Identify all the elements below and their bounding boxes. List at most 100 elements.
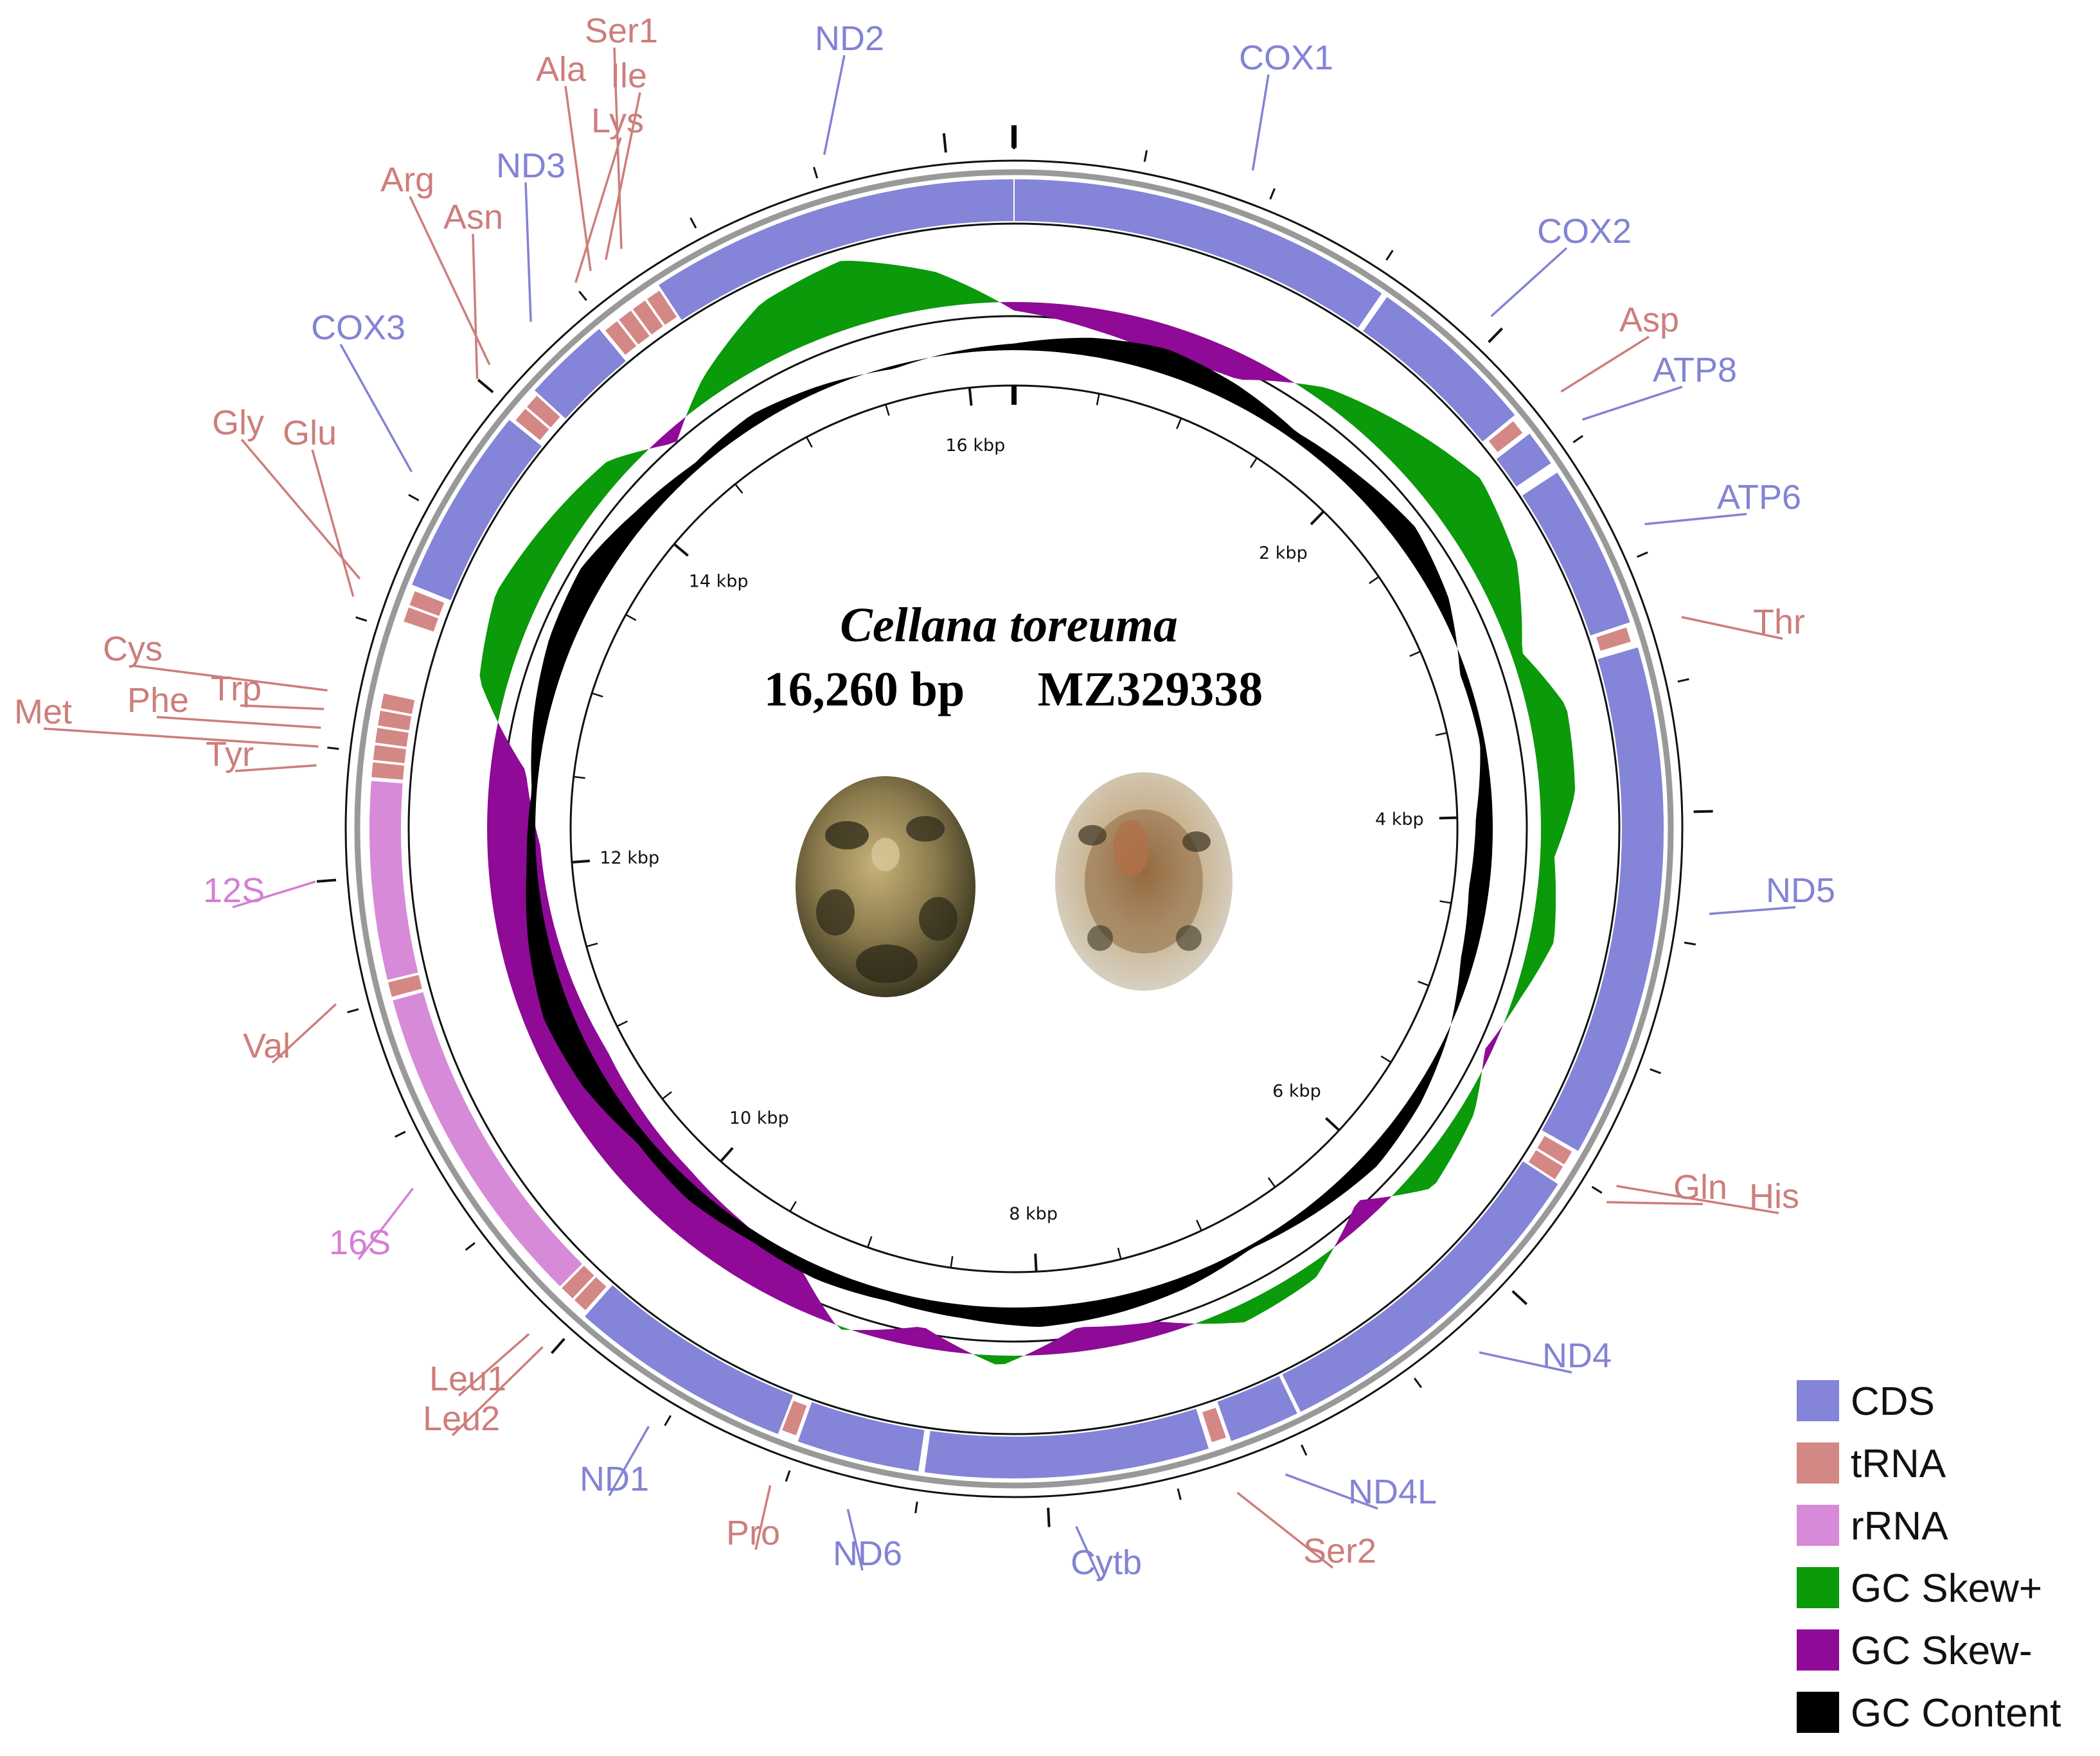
tick-outer <box>1143 150 1148 162</box>
species-name: Cellana toreuma <box>840 598 1178 652</box>
tick-inner <box>885 404 890 416</box>
tick-inner <box>1267 1177 1276 1188</box>
tick-outer <box>664 1415 672 1426</box>
tick-inner <box>673 543 689 557</box>
gc-inner-ring <box>569 384 1459 1273</box>
genome-length: 16,260 bp <box>764 662 965 716</box>
label-leader-ser2 <box>1236 1491 1334 1569</box>
feature-leu2 <box>573 1275 609 1312</box>
feature-gln <box>1526 1148 1565 1182</box>
accession-number: MZ329338 <box>1038 662 1263 716</box>
scale-label: 2 kbp <box>1259 543 1308 563</box>
feature-cys <box>379 692 416 716</box>
label-leader-asn <box>472 233 479 379</box>
legend-swatch-gc-skew- <box>1797 1629 1839 1671</box>
label-leader-ala <box>564 85 592 271</box>
label-leader-thr <box>1681 616 1783 640</box>
tick-outer <box>785 1470 791 1482</box>
tick-outer <box>1269 188 1276 200</box>
label-leader-pro <box>754 1485 772 1550</box>
label-leu2: Leu2 <box>423 1399 500 1438</box>
label-12s: 12S <box>203 871 265 910</box>
feature-12s <box>368 779 420 982</box>
label-thr: Thr <box>1753 603 1805 641</box>
label-leader-cys <box>132 664 328 692</box>
tick-outer <box>1301 1444 1308 1456</box>
tick-outer <box>1684 941 1696 946</box>
tick-outer <box>1693 810 1713 813</box>
feature-tyr <box>370 761 406 781</box>
tick-inner <box>1380 1055 1392 1063</box>
label-nd3: ND3 <box>496 146 565 185</box>
feature-ala <box>617 308 652 346</box>
feature-ile <box>631 298 665 337</box>
feature-ser1 <box>645 288 679 327</box>
tick-inner <box>1439 816 1457 820</box>
feature-trp <box>376 709 413 732</box>
tick-inner <box>789 1201 797 1212</box>
label-his: His <box>1749 1177 1799 1216</box>
tick-inner <box>1409 650 1421 657</box>
legend-label: rRNA <box>1851 1504 1948 1548</box>
feature-atp6 <box>1520 470 1632 637</box>
label-asp: Asp <box>1619 301 1679 339</box>
legend-swatch-gc-skew- <box>1797 1567 1839 1608</box>
feature-thr <box>1594 626 1633 653</box>
tick-inner <box>734 483 743 494</box>
tick-outer <box>1511 1290 1528 1306</box>
tick-outer <box>578 290 587 301</box>
feature-cox1 <box>1013 177 1384 330</box>
tick-inner <box>616 1020 628 1027</box>
feature-nd2 <box>657 177 1015 322</box>
tick-inner <box>1439 900 1452 904</box>
label-leader-tyr <box>235 764 317 772</box>
feature-met <box>371 743 408 765</box>
legend-label: tRNA <box>1851 1442 1946 1486</box>
label-leader-cox3 <box>339 344 413 472</box>
label-met: Met <box>14 693 72 731</box>
label-leader-nd2 <box>823 55 846 155</box>
label-leader-lys <box>574 137 622 283</box>
label-gln: Gln <box>1673 1168 1727 1207</box>
label-leader-gly <box>240 438 361 580</box>
outer-ring <box>344 159 1684 1498</box>
tick-outer <box>690 217 697 229</box>
tick-outer <box>316 878 337 883</box>
tick-outer <box>465 1242 476 1251</box>
feature-pro <box>780 1399 808 1437</box>
label-trp: Trp <box>211 670 262 708</box>
scale-label: 12 kbp <box>600 848 659 868</box>
label-nd6: ND6 <box>833 1534 902 1573</box>
label-leader-trp <box>240 704 325 711</box>
feature-gly <box>407 589 446 618</box>
label-cox2: COX2 <box>1537 212 1632 251</box>
tick-inner <box>1418 980 1429 987</box>
tick-inner <box>1310 510 1325 526</box>
label-leader-phe <box>156 716 321 729</box>
legend-swatch-trna <box>1797 1442 1839 1484</box>
feature-nd4 <box>1280 1159 1560 1414</box>
feature-leu1 <box>560 1263 596 1300</box>
tick-inner <box>806 436 813 448</box>
tick-outer <box>1650 1068 1662 1074</box>
feature-lys <box>603 319 639 357</box>
scale-label: 10 kbp <box>729 1108 789 1128</box>
label-leader-his <box>1616 1185 1779 1214</box>
tick-outer <box>1677 678 1689 683</box>
label-cox3: COX3 <box>311 308 405 347</box>
tick-outer <box>1413 1378 1423 1388</box>
legend-swatch-cds <box>1797 1380 1839 1421</box>
feature-arg <box>525 394 562 430</box>
legend-label: CDS <box>1851 1379 1935 1424</box>
label-phe: Phe <box>127 681 189 720</box>
feature-16s <box>391 990 584 1288</box>
label-ala: Ala <box>536 50 587 89</box>
tick-outer <box>1572 435 1584 443</box>
label-leader-nd5 <box>1709 906 1796 916</box>
gc-content-profile <box>526 337 1493 1327</box>
feature-nd6 <box>796 1400 926 1473</box>
label-atp6: ATP6 <box>1717 478 1801 517</box>
tick-outer <box>408 493 420 502</box>
